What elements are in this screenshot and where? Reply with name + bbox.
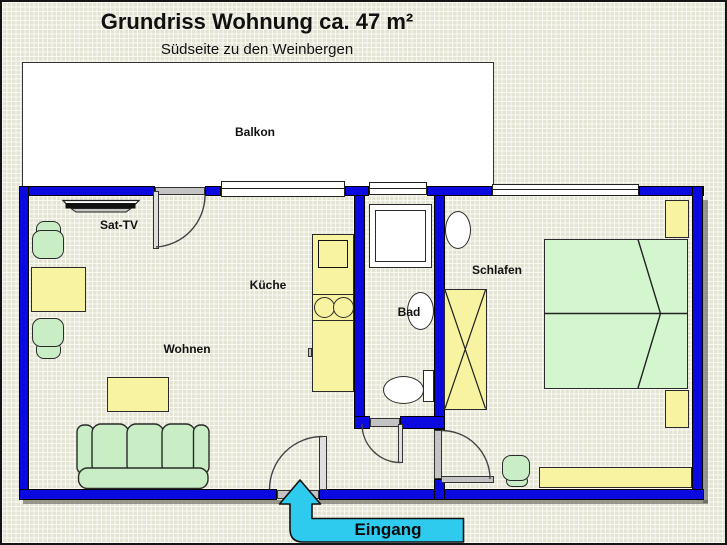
wall-bottom-b [319,489,704,500]
bedroom-window [492,183,639,196]
label-living: Wohnen [163,342,211,356]
bath-door-opening [370,418,400,427]
label-balcony: Balkon [234,125,276,139]
nightstand-top [665,199,689,238]
stool [502,454,530,481]
page-title: Grundriss Wohnung ca. 47 m² [100,9,414,34]
entrance-door-arc [268,435,323,490]
sofa [76,423,210,490]
entrance-door-opening [277,489,319,499]
stove [318,239,348,268]
wall-kitchen-bath [353,195,365,429]
bath-door-leaf [398,423,403,463]
wall-bottom-a [18,489,277,500]
wall-top-d [427,186,492,196]
double-bed [543,238,688,389]
sink-bowl-right [333,296,354,318]
tv-icon [61,199,141,213]
label-kitchen: Küche [249,278,287,292]
sideboard [538,467,692,488]
label-sat-tv: Sat-TV [99,217,139,232]
bath-window [369,181,427,195]
wardrobe [443,288,487,410]
shadow-bottom [23,499,708,504]
shower-tray [374,209,426,262]
label-bedroom: Schlafen [471,263,523,277]
wall-bath-bottom-a [353,415,370,429]
bath-door-arc [361,423,401,464]
wall-bath-bottom-b [400,415,445,429]
washbasin [383,376,424,404]
bedroom-door-opening [434,430,442,479]
wall-top-a [18,186,155,196]
nightstand-bottom [665,390,689,428]
toilet [407,292,434,330]
entrance-door-leaf [318,435,327,490]
page-subtitle: Südseite zu den Weinbergen [160,41,354,58]
wall-right [691,186,703,500]
balcony-door-arc [155,194,206,248]
bedroom-door-leaf [441,475,494,483]
shadow-right [703,200,708,503]
kitchen-counter-bottom [311,320,354,392]
washbasin-counter [422,370,434,402]
bedroom-door-arc [441,429,491,480]
label-entrance: Eingang [354,520,422,539]
label-bath: Bad [397,305,421,319]
bedroom-sink [445,211,471,249]
room-balcony [22,62,494,192]
armchair-1 [32,230,64,259]
armchair-2 [32,318,64,347]
sink-bowl-left [313,296,335,318]
side-table [31,266,86,312]
wall-top-b [205,186,221,196]
balcony-door-opening [154,186,205,195]
wall-top-e [638,186,704,196]
wall-left [18,186,29,500]
kitchen-window [220,181,345,197]
kitchen-cabinet-handle [307,348,312,357]
balcony-door-leaf [153,191,159,249]
coffee-table [107,377,169,412]
